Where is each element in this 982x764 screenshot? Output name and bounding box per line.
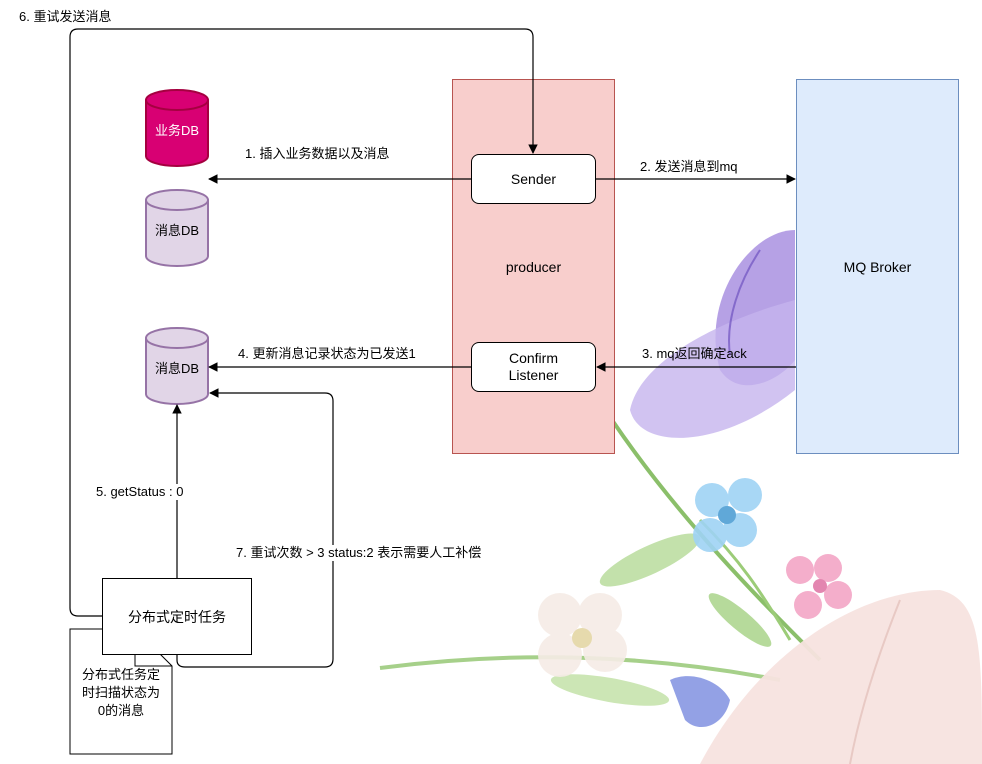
edge-3-label: 3. mq返回确定ack bbox=[642, 346, 747, 361]
scheduler-node: 分布式定时任务 bbox=[102, 578, 252, 655]
note-line-2: 时扫描状态为 bbox=[81, 685, 160, 700]
edge-7-line bbox=[176, 388, 334, 668]
note-text: 分布式任务定 时扫描状态为 0的消息 bbox=[70, 666, 172, 720]
scheduler-label: 分布式定时任务 bbox=[128, 608, 226, 625]
msg-db-bottom-label: 消息DB bbox=[154, 361, 200, 376]
edge-6-label: 6. 重试发送消息 bbox=[19, 9, 112, 25]
edge-5-label: 5. getStatus : 0 bbox=[96, 484, 184, 500]
edge-7-label: 7. 重试次数 > 3 status:2 表示需要人工补偿 bbox=[236, 545, 482, 561]
edge-1-label: 1. 插入业务数据以及消息 bbox=[245, 146, 390, 161]
biz-db-label: 业务DB bbox=[154, 123, 200, 138]
sender-label: Sender bbox=[510, 171, 557, 187]
edge-2-label: 2. 发送消息到mq bbox=[640, 159, 738, 174]
biz-db-cylinder bbox=[145, 89, 209, 167]
msg-db-top-cylinder bbox=[145, 189, 209, 267]
note-line-1: 分布式任务定 bbox=[81, 667, 160, 682]
edge-6-line bbox=[69, 28, 538, 617]
producer-label: producer bbox=[505, 259, 562, 275]
msg-db-top-label: 消息DB bbox=[154, 223, 200, 238]
mq-broker-label: MQ Broker bbox=[843, 258, 912, 275]
confirm-listener-label-line2: Listener bbox=[508, 367, 559, 383]
mq-broker-node: MQ Broker bbox=[796, 79, 959, 454]
confirm-listener-label-line1: Confirm bbox=[508, 350, 558, 366]
sender-node: Sender bbox=[471, 154, 596, 204]
note-line-3: 0的消息 bbox=[97, 703, 145, 718]
msg-db-bottom-cylinder bbox=[145, 327, 209, 405]
edge-4-label: 4. 更新消息记录状态为已发送1 bbox=[238, 346, 416, 361]
confirm-listener-node: Confirm Listener bbox=[471, 342, 596, 392]
